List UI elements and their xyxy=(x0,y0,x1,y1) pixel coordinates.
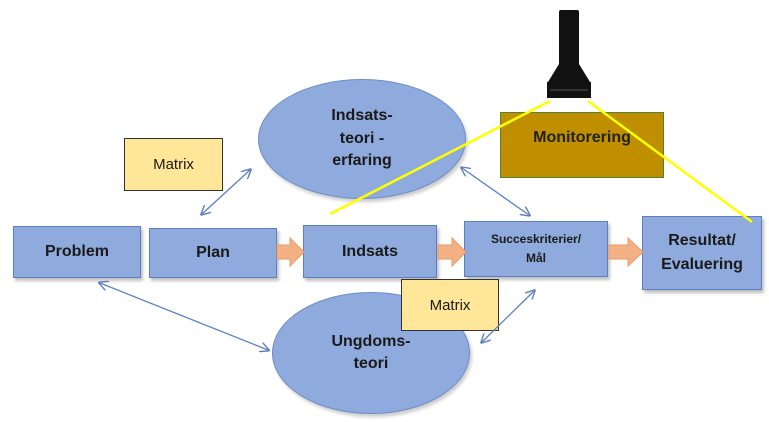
indsats-label: Indsats xyxy=(341,242,398,260)
flow-arrow-indsats-succes xyxy=(437,236,467,268)
matrix-bottom-label: Matrix xyxy=(429,296,471,314)
succeskriterier-box: Succeskriterier/ Mål xyxy=(464,221,608,277)
beam-line-right xyxy=(587,99,753,224)
matrix-top-label: Matrix xyxy=(153,156,194,173)
succeskriterier-line2: Mål xyxy=(525,251,546,265)
resultat-line2: Evaluering xyxy=(661,256,743,273)
flashlight-icon xyxy=(547,10,591,98)
problem-label: Problem xyxy=(44,243,109,260)
connector-plan-indsatsteori xyxy=(202,170,250,214)
indsats-box: Indsats xyxy=(303,225,437,278)
plan-box: Plan xyxy=(149,228,277,278)
resultat-box: Resultat/ Evaluering xyxy=(642,216,762,290)
flow-arrow-succes-resultat xyxy=(608,236,644,268)
ungdomsteori-line1: Ungdoms- xyxy=(331,332,411,350)
connector-ungdomsteori-succes xyxy=(482,291,534,342)
problem-box: Problem xyxy=(13,226,141,278)
ungdomsteori-line2: teori xyxy=(353,355,389,372)
beam-line-left xyxy=(329,99,551,216)
monitorering-label: Monitorering xyxy=(533,129,631,146)
connector-problem-ungdomsteori xyxy=(100,283,268,350)
plan-label: Plan xyxy=(196,244,230,261)
flow-arrow-plan-indsats xyxy=(276,236,305,268)
indsatsteori-line2: teori - xyxy=(339,129,385,147)
succeskriterier-line1: Succeskriterier/ xyxy=(490,231,582,246)
indsatsteori-line1: Indsats- xyxy=(331,107,393,125)
indsatsteori-line3: erfaring xyxy=(332,152,392,170)
indsatsteori-ellipse: Indsats- teori - erfaring xyxy=(258,79,466,199)
connector-indsatsteori-succes xyxy=(462,168,529,215)
resultat-line1: Resultat/ xyxy=(668,232,736,249)
